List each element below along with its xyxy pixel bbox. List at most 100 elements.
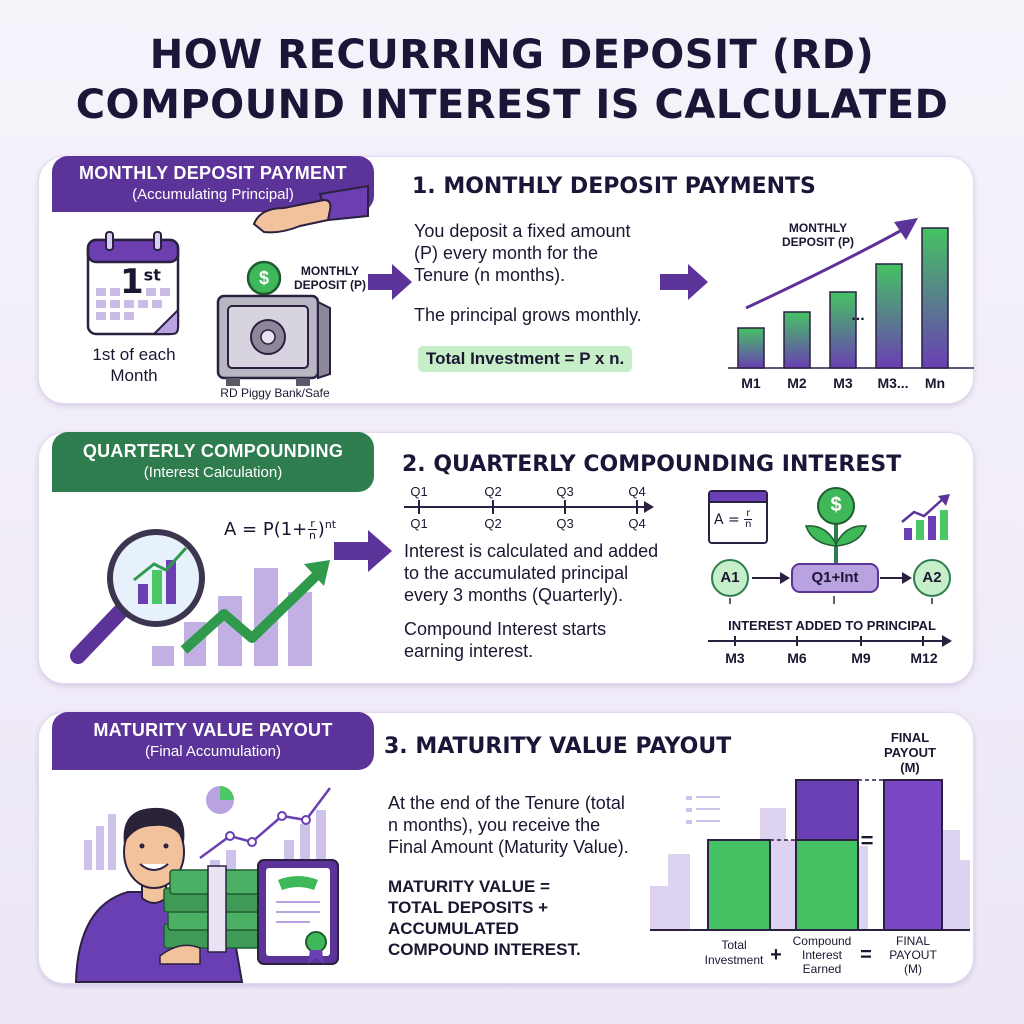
- final-payout-top-label: FINAL PAYOUT (M): [880, 730, 940, 775]
- maturity-formula-line-2: TOTAL DEPOSITS +: [388, 898, 549, 917]
- calendar-caption-line-1: 1st of each: [92, 345, 176, 364]
- mini-formula: A =: [714, 511, 745, 528]
- month-label-4: M12: [910, 650, 938, 666]
- arrow-right-icon: [368, 264, 412, 300]
- node-a1: A1: [720, 569, 740, 586]
- pie-chart-icon: [206, 786, 234, 814]
- maturity-value-tag: MATURITY VALUE PAYOUT (Final Accumulatio…: [52, 712, 374, 770]
- ci-label-line-2: Interest: [801, 948, 843, 962]
- formula-main: A = P(1+: [224, 519, 308, 540]
- calendar-day-number: 1: [120, 262, 144, 302]
- plus-sign: +: [770, 944, 782, 966]
- equals-sign: =: [860, 944, 872, 966]
- quarter-tick-3: [564, 500, 566, 514]
- section3-text: At the end of the Tenure (total n months…: [388, 792, 668, 858]
- safe-icon: [216, 294, 331, 386]
- month-tick-1: [734, 636, 736, 646]
- bar-chart-background: [84, 814, 116, 870]
- node-a2: A2: [922, 569, 942, 586]
- quarter-label-top-3: Q3: [556, 484, 574, 499]
- final-top-line-3: (M): [900, 760, 920, 775]
- section1-text: You deposit a fixed amount (P) every mon…: [414, 220, 684, 326]
- tag-title: MATURITY VALUE PAYOUT: [93, 720, 333, 740]
- tag-title: MONTHLY DEPOSIT PAYMENT: [79, 163, 347, 183]
- total-label-line-1: Total: [721, 938, 747, 952]
- quarter-label-bottom-1: Q1: [410, 516, 428, 531]
- maturity-formula-line-1: MATURITY VALUE =: [388, 877, 550, 896]
- calendar-caption: 1st of each Month: [78, 344, 190, 386]
- title-line-2: COMPOUND INTEREST IS CALCULATED: [75, 82, 949, 128]
- bar-m1: [737, 327, 765, 369]
- title-line-1: HOW RECURRING DEPOSIT (RD): [149, 32, 875, 78]
- mini-formula-den: n: [745, 519, 752, 530]
- hand-coin-icon: [252, 184, 369, 234]
- safe-caption: RD Piggy Bank/Safe: [220, 386, 330, 400]
- formula-close: ): [317, 519, 325, 540]
- section2-text: Interest is calculated and added to the …: [404, 540, 694, 662]
- final-top-line-2: PAYOUT: [883, 745, 936, 760]
- maturity-formula-line-3: ACCUMULATED: [388, 919, 519, 938]
- compounding-flow: [711, 559, 951, 604]
- section3-text-line-1: At the end of the Tenure (total: [388, 793, 625, 813]
- formula-numerator: r: [308, 517, 317, 530]
- quarter-label-bottom-3: Q3: [556, 516, 574, 531]
- compound-interest-bar-upper: [795, 779, 859, 841]
- final-label-line-3: (M): [904, 962, 922, 976]
- section1-text-line-4: The principal grows monthly.: [414, 305, 642, 325]
- month-label-1: M3: [725, 650, 745, 666]
- quarter-timeline: Q1 Q2 Q3 Q4 Q1 Q2 Q3 Q4: [404, 484, 656, 532]
- mini-formula-num: r: [744, 508, 753, 520]
- final-top-line-1: FINAL: [890, 730, 930, 745]
- calendar-day: 1st: [120, 262, 161, 302]
- deposit-label-line-2: DEPOSIT (P): [293, 278, 366, 292]
- formula-denominator: n: [309, 529, 316, 542]
- tag-subtitle: (Final Accumulation): [145, 743, 281, 760]
- quarter-label-bottom-4: Q4: [628, 516, 646, 531]
- final-label-line-1: FINAL: [895, 934, 930, 948]
- compound-formula: A = P(1+ r n ) nt: [224, 518, 336, 541]
- arrow-right-icon: [660, 264, 708, 300]
- node-q1-int: Q1+Int: [811, 569, 859, 586]
- quarter-label-top-1: Q1: [410, 484, 428, 499]
- section3-heading: 3. MATURITY VALUE PAYOUT: [384, 734, 732, 759]
- mini-chart-icon: [901, 494, 950, 540]
- section1-text-line-1: You deposit a fixed amount: [414, 221, 631, 241]
- section1-heading: 1. MONTHLY DEPOSIT PAYMENTS: [412, 174, 816, 199]
- bar-m3: [875, 263, 903, 369]
- month-label-2: M6: [787, 650, 807, 666]
- quarter-label-top-4: Q4: [628, 484, 646, 499]
- quarter-label-bottom-2: Q2: [484, 516, 502, 531]
- section2-text-line-1: Interest is calculated and added: [404, 541, 659, 561]
- total-investment-bar: [707, 839, 771, 931]
- quarter-tick-2: [492, 500, 494, 514]
- tick-label-m2: M2: [787, 375, 807, 391]
- ci-label-line-1: Compound: [792, 934, 852, 948]
- section3-text-line-2: n months), you receive the: [388, 815, 601, 835]
- page-title: HOW RECURRING DEPOSIT (RD) COMPOUND INTE…: [0, 30, 1024, 130]
- section2-text-line-5: earning interest.: [404, 641, 534, 661]
- arrow-right-icon: [334, 530, 392, 572]
- money-plant-icon: [804, 487, 868, 566]
- svg-text:$: $: [259, 268, 269, 288]
- interest-added-label: INTEREST ADDED TO PRINCIPAL: [728, 618, 936, 633]
- quarter-tick-1: [418, 500, 420, 514]
- quarter-label-top-2: Q2: [484, 484, 502, 499]
- tick-label-m1: M1: [741, 375, 761, 391]
- calendar-day-suffix: st: [143, 265, 161, 285]
- chart-label-line-2: DEPOSIT (P): [782, 235, 854, 249]
- dollar-coin-icon: $: [246, 260, 282, 296]
- growth-arrow-icon: [745, 228, 903, 310]
- certificate-icon: [257, 859, 339, 965]
- section2-text-line-3: every 3 months (Quarterly).: [404, 585, 624, 605]
- section2-text-line-4: Compound Interest starts: [404, 619, 607, 639]
- calendar-icon: [86, 231, 180, 336]
- section2-heading: 2. QUARTERLY COMPOUNDING INTEREST: [402, 452, 902, 477]
- deposit-label-line-1: MONTHLY: [300, 264, 360, 278]
- dollar-symbol: $: [830, 494, 842, 516]
- payout-bars: [650, 779, 970, 931]
- maturity-formula-line-4: COMPOUND INTEREST.: [388, 940, 581, 959]
- month-tick-4: [922, 636, 924, 646]
- month-timeline: M3 M6 M9 M12: [708, 635, 958, 670]
- section1-text-line-3: Tenure (n months).: [414, 265, 566, 285]
